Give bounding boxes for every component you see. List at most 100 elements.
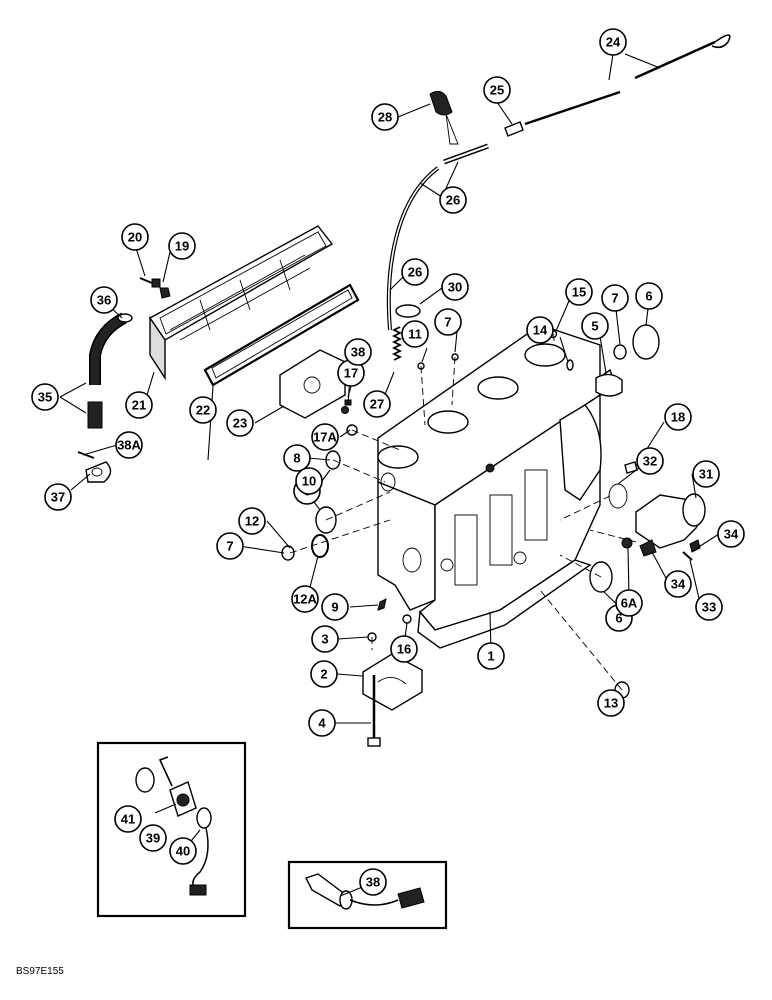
- small-parts: [281, 324, 660, 747]
- callout-1: 1: [477, 642, 505, 670]
- callout-36: 36: [90, 286, 118, 314]
- svg-text:23: 23: [233, 416, 247, 431]
- figure-code: BS97E155: [16, 966, 64, 977]
- svg-text:7: 7: [226, 539, 233, 554]
- callout-38: 38: [344, 338, 372, 366]
- callout-31: 31: [692, 460, 720, 488]
- svg-text:7: 7: [611, 291, 618, 306]
- callout-9: 9: [321, 593, 349, 621]
- callout-30: 30: [441, 273, 469, 301]
- callout-8: 8: [283, 444, 311, 472]
- svg-text:3: 3: [321, 632, 328, 647]
- callout-3: 3: [311, 625, 339, 653]
- svg-text:6: 6: [645, 289, 652, 304]
- svg-text:30: 30: [448, 280, 462, 295]
- svg-text:36: 36: [97, 293, 111, 308]
- svg-text:31: 31: [699, 467, 713, 482]
- svg-text:34: 34: [724, 527, 739, 542]
- callout-5: 5: [581, 312, 609, 340]
- svg-text:32: 32: [643, 454, 657, 469]
- callout-20: 20: [121, 223, 149, 251]
- callout-26-2: 26: [401, 258, 429, 286]
- callout-14: 14: [526, 316, 554, 344]
- callout-40: 40: [169, 837, 197, 865]
- callout-bubbles: 123456666A7778910111212A131415161717A181…: [31, 28, 745, 896]
- callout-11: 11: [401, 320, 429, 348]
- callout-27: 27: [363, 390, 391, 418]
- callout-15: 15: [565, 278, 593, 306]
- svg-text:21: 21: [132, 398, 146, 413]
- svg-text:40: 40: [176, 844, 190, 859]
- svg-text:25: 25: [490, 83, 504, 98]
- svg-text:28: 28: [378, 110, 392, 125]
- svg-text:16: 16: [397, 642, 411, 657]
- svg-text:38A: 38A: [117, 438, 141, 453]
- svg-text:9: 9: [331, 600, 338, 615]
- callout-4: 4: [308, 709, 336, 737]
- svg-text:1: 1: [487, 649, 494, 664]
- breather-hose: [77, 312, 133, 483]
- callout-33: 33: [695, 593, 723, 621]
- callout-39: 39: [139, 824, 167, 852]
- side-cover-assembly: [139, 225, 360, 419]
- svg-text:5: 5: [591, 319, 598, 334]
- callout-32: 32: [636, 447, 664, 475]
- dipstick-assembly: [386, 34, 731, 361]
- svg-text:15: 15: [572, 285, 586, 300]
- callout-37: 37: [44, 483, 72, 511]
- callout-13: 13: [597, 689, 625, 717]
- svg-text:13: 13: [604, 696, 618, 711]
- svg-text:39: 39: [146, 831, 160, 846]
- svg-text:38: 38: [351, 345, 365, 360]
- callout-6a: 6A: [615, 589, 643, 617]
- callout-28: 28: [371, 103, 399, 131]
- svg-text:7: 7: [444, 315, 451, 330]
- svg-text:37: 37: [51, 490, 65, 505]
- svg-text:17A: 17A: [313, 430, 337, 445]
- svg-text:34: 34: [671, 577, 686, 592]
- callout-25: 25: [483, 76, 511, 104]
- svg-text:22: 22: [196, 403, 210, 418]
- callout-34: 34: [717, 520, 745, 548]
- callout-22: 22: [189, 396, 217, 424]
- svg-text:24: 24: [606, 35, 621, 50]
- svg-text:6: 6: [615, 611, 622, 626]
- callout-23: 23: [226, 409, 254, 437]
- callout-12a: 12A: [291, 585, 319, 613]
- callout-38a: 38A: [115, 431, 143, 459]
- callout-10: 10: [295, 467, 323, 495]
- svg-text:27: 27: [370, 397, 384, 412]
- alignment-lines: [289, 333, 637, 691]
- callout-2: 2: [310, 660, 338, 688]
- callout-17a: 17A: [311, 423, 339, 451]
- callout-24: 24: [599, 28, 627, 56]
- callout-38-2: 38: [359, 868, 387, 896]
- svg-text:6A: 6A: [621, 596, 638, 611]
- callout-7: 7: [434, 308, 462, 336]
- callout-16: 16: [390, 635, 418, 663]
- callout-12: 12: [238, 507, 266, 535]
- svg-text:11: 11: [408, 327, 422, 342]
- svg-text:2: 2: [320, 667, 327, 682]
- svg-text:35: 35: [38, 390, 52, 405]
- engine-block: [377, 324, 602, 649]
- svg-text:41: 41: [121, 812, 135, 827]
- svg-text:38: 38: [366, 875, 380, 890]
- callout-21: 21: [125, 391, 153, 419]
- svg-text:26: 26: [408, 265, 422, 280]
- callout-26: 26: [439, 186, 467, 214]
- svg-text:26: 26: [446, 193, 460, 208]
- svg-text:19: 19: [175, 239, 189, 254]
- callout-18: 18: [664, 403, 692, 431]
- svg-text:20: 20: [128, 230, 142, 245]
- callout-41: 41: [114, 805, 142, 833]
- callout-19: 19: [168, 232, 196, 260]
- svg-text:33: 33: [702, 600, 716, 615]
- svg-text:10: 10: [302, 474, 316, 489]
- callout-34-2: 34: [664, 570, 692, 598]
- thermostat-housing: [608, 483, 706, 561]
- svg-text:4: 4: [318, 716, 326, 731]
- callout-6: 6: [635, 282, 663, 310]
- svg-text:18: 18: [671, 410, 685, 425]
